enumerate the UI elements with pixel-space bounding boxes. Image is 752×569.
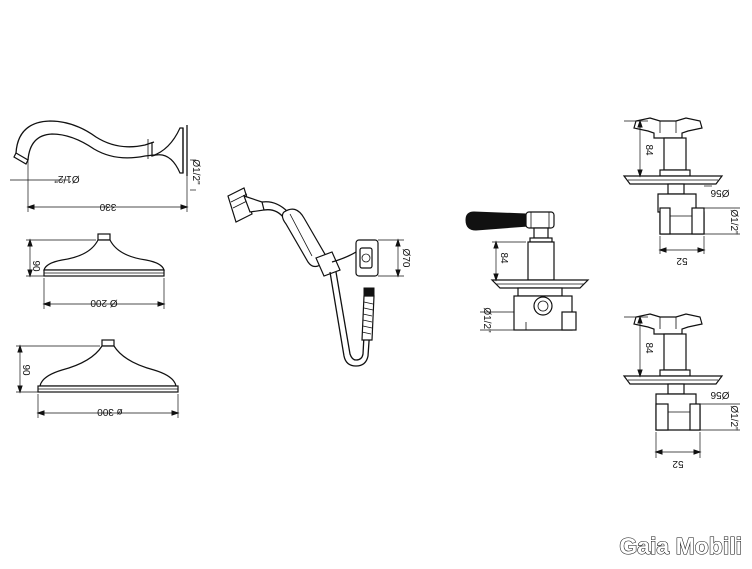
diverter-thread-label: Ø1/2" [481,307,492,333]
valve-bottom-thread-label: Ø1/2" [728,405,739,431]
valve-top-flange-label: Ø56 [710,187,729,198]
hand-shower-set-drawing [227,187,404,367]
brand-watermark: Gaia Mobili [619,533,742,559]
cross-valve-top-drawing [622,117,740,254]
valve-bottom-flange-label: Ø56 [710,389,729,400]
wall-spout-drawing [10,120,196,212]
valve-bottom-height-label: 84 [643,342,654,354]
head-large-diameter-label: ø 300 [97,406,123,417]
spout-thread-label: Ø1/2" [54,173,80,184]
diverter-valve-drawing [465,211,590,331]
hand-shower-outlet-label: Ø70 [400,249,411,268]
spout-length-label: 330 [99,201,116,212]
diverter-height-label: 84 [498,252,509,264]
valve-bottom-width-label: 52 [672,458,684,469]
spout-outlet-label: Ø1/2" [190,159,201,185]
shower-head-large-drawing [16,339,180,418]
head-small-diameter-label: Ø 200 [90,297,118,308]
head-small-height-label: 90 [30,260,41,272]
cross-valve-bottom-drawing [622,313,740,458]
valve-top-height-label: 84 [643,144,654,156]
valve-top-width-label: 52 [676,255,688,266]
shower-head-small-drawing [26,233,166,309]
head-large-height-label: 90 [20,364,31,376]
valve-top-thread-label: Ø1/2" [728,209,739,235]
